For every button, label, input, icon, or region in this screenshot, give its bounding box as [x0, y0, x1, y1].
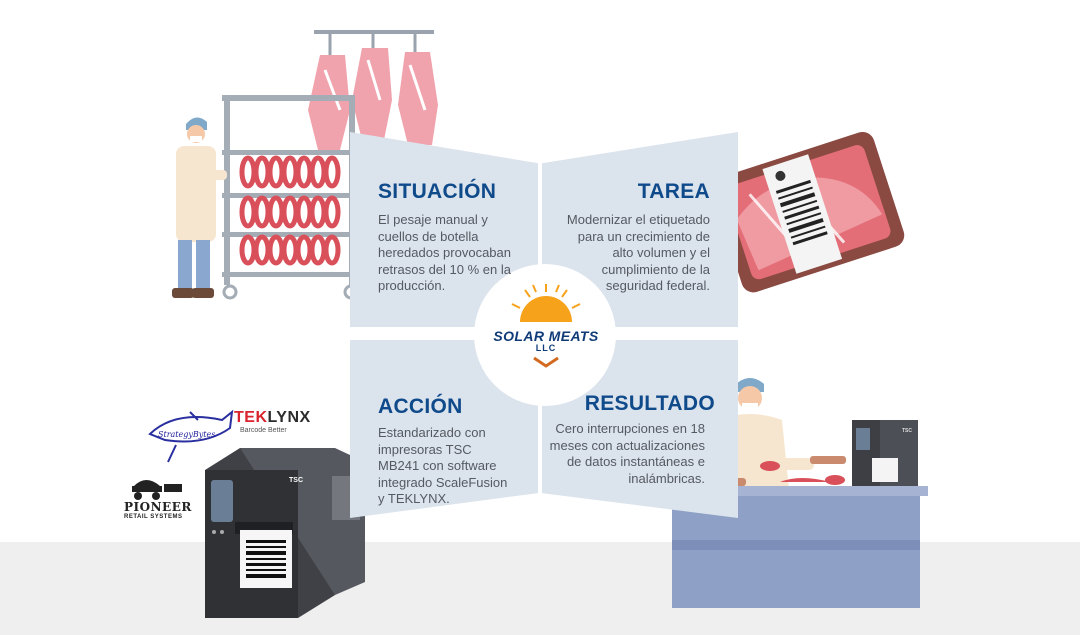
task-title: TAREA [637, 180, 710, 203]
teklynx-part1: TEK [234, 409, 268, 426]
pioneer-wagon-icon [132, 480, 182, 500]
situation-text: El pesaje manual y cuellos de botella he… [378, 212, 511, 293]
situation-title: SITUACIÓN [378, 180, 497, 203]
strategybytes-logo: StrategyBytes [158, 430, 216, 439]
label-printer-icon [205, 448, 365, 618]
logo-suffix: LLC [535, 343, 557, 353]
strategybytes-logo-icon [148, 409, 234, 463]
result-text: Cero interrupciones en 18 meses con actu… [549, 421, 705, 486]
logo-name: SOLAR MEATS [493, 328, 599, 344]
task-text: Modernizar el etiquetado para un crecimi… [566, 212, 710, 293]
meat-tray-icon [711, 131, 905, 293]
result-title: RESULTADO [584, 392, 715, 415]
teklynx-logo: TEKLYNX [234, 409, 311, 427]
hanging-meat-icon [308, 30, 438, 150]
pioneer-subtitle: RETAIL SYSTEMS [124, 514, 183, 520]
action-text: Estandarizado con impresoras TSC MB241 c… [378, 425, 508, 506]
butcher-worker-icon [172, 117, 227, 298]
sausage-rack-icon [222, 95, 359, 300]
teklynx-tagline: Barcode Better [240, 427, 287, 434]
teklynx-part2: LYNX [267, 409, 311, 426]
action-title: ACCIÓN [378, 395, 463, 418]
counter-printer-brand-label: TSC [902, 428, 912, 434]
pioneer-logo: PIONEER [124, 500, 192, 514]
printer-brand-label: TSC [289, 477, 303, 484]
counter-printer-icon [852, 420, 918, 486]
